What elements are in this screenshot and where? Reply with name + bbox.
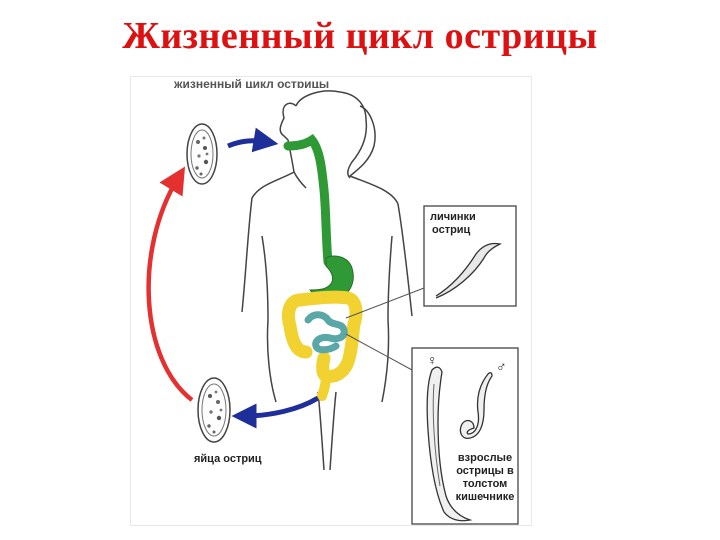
larva-worm — [435, 242, 502, 299]
larvae-box — [423, 205, 517, 307]
egg-top — [186, 123, 218, 185]
female-worm — [426, 366, 473, 522]
human-body-outline — [241, 102, 413, 317]
adults-label-line-3: толстом — [462, 478, 508, 490]
slide-title: Жизненный цикл острицы — [122, 15, 598, 57]
blue-arrow-to-eggs — [231, 395, 320, 429]
larvae-label-line-2: остриц — [432, 224, 471, 236]
red-cycle-arrow — [146, 166, 194, 402]
larvae-label-line-1: личинки — [430, 211, 476, 223]
rectum — [317, 371, 331, 401]
diagram-top-caption: жизненный цикл острицы — [174, 77, 330, 88]
male-symbol: ♂ — [496, 358, 507, 374]
human-torso-lower-outline — [261, 235, 393, 471]
male-worm — [459, 372, 493, 439]
diagram-frame — [130, 76, 532, 526]
pointer-line-larvae — [345, 287, 425, 319]
small-intestine — [304, 311, 348, 354]
blue-arrow-to-mouth — [227, 127, 279, 153]
adults-label: взрослые острицы в толстом кишечнике — [453, 452, 517, 504]
larvae-label: личинки остриц — [430, 211, 514, 237]
esophagus — [283, 133, 333, 267]
adults-label-line-4: кишечнике — [455, 491, 515, 503]
adults-label-line-1: взрослые — [457, 452, 513, 464]
adults-label-line-2: острицы в — [456, 465, 514, 477]
human-head-outline — [295, 90, 368, 179]
female-symbol: ♀ — [427, 352, 438, 368]
eggs-label: яйца остриц — [194, 453, 262, 465]
egg-bottom — [197, 377, 231, 443]
pointer-line-adults — [345, 333, 413, 371]
female-worm-inner — [432, 383, 441, 487]
